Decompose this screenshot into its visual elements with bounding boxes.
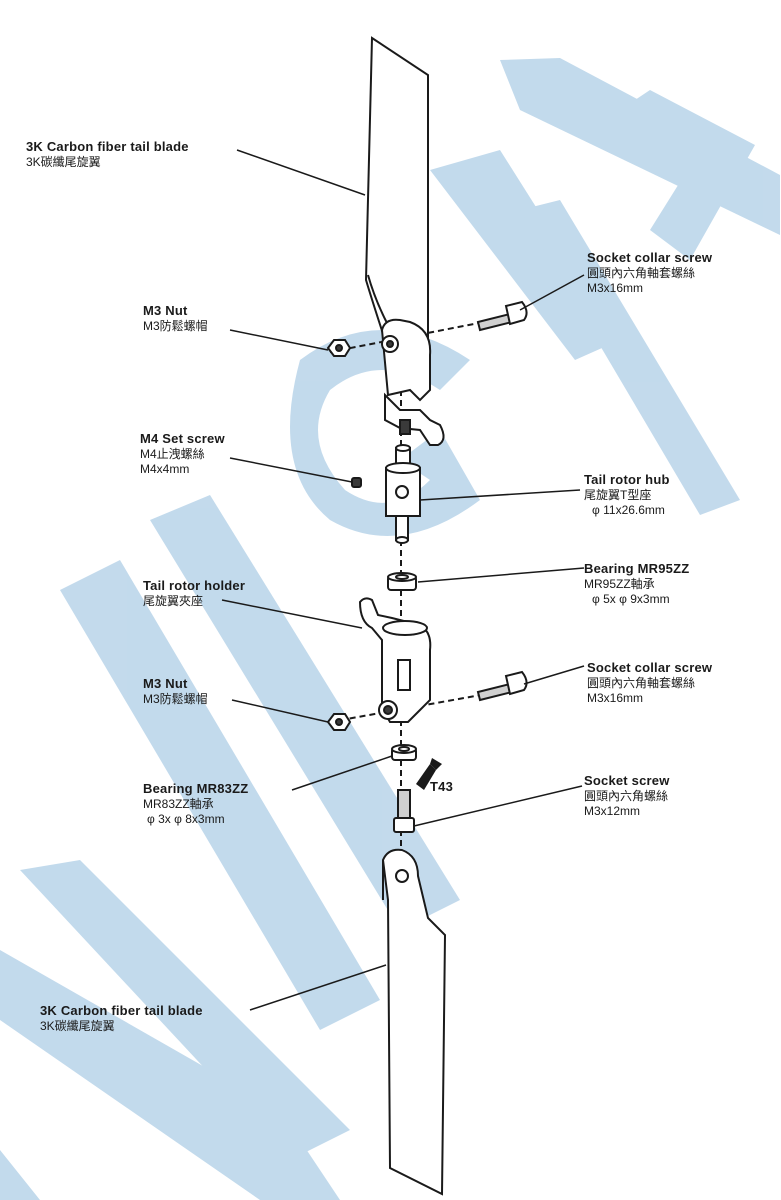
- align-watermark-logo: [0, 58, 780, 1200]
- leader-collar-screw-top: [519, 274, 585, 311]
- bearing-mr83zz: [391, 744, 417, 761]
- label-blade-bottom-zh: 3K碳纖尾旋翼: [40, 1019, 115, 1034]
- label-m3-nut-top: M3 Nut M3防鬆螺帽: [143, 303, 208, 334]
- label-collar-screw-top-zh: 圓頭內六角軸套螺絲: [587, 266, 696, 281]
- label-tail-rotor-hub: Tail rotor hub 尾旋翼T型座 φ 11x26.6mm: [584, 472, 670, 518]
- socket-screw: [393, 789, 415, 833]
- label-m3-nut-top-zh: M3防鬆螺帽: [143, 319, 208, 334]
- label-blade-top-en: 3K Carbon fiber tail blade: [26, 139, 189, 154]
- m4-set-screw: [351, 477, 362, 488]
- label-t43-text: T43: [430, 779, 454, 794]
- tail-blade-bottom: [381, 848, 447, 1196]
- label-m3-nut-top-en: M3 Nut: [143, 303, 188, 318]
- label-tail-rotor-hub-en: Tail rotor hub: [584, 472, 670, 487]
- leader-m4-set-screw: [229, 457, 353, 483]
- bearing-mr95zz: [387, 572, 417, 591]
- leader-m3-nut-top: [229, 329, 329, 351]
- socket-collar-screw-top: [476, 300, 528, 332]
- m3-nut-bottom: [326, 713, 352, 731]
- t43-arrow-icon: [416, 758, 442, 790]
- label-collar-screw-top-spec: M3x16mm: [587, 281, 644, 296]
- leader-bearing-mr83: [291, 755, 393, 791]
- label-bearing-mr95-spec: φ 5x φ 9x3mm: [592, 592, 670, 607]
- label-socket-screw-en: Socket screw: [584, 773, 670, 788]
- label-m4-set-screw-zh: M4止洩螺絲: [140, 447, 205, 462]
- label-socket-screw-zh: 圓頭內六角螺絲: [584, 789, 669, 804]
- label-m3-nut-bottom-zh: M3防鬆螺帽: [143, 692, 208, 707]
- leader-tail-rotor-holder: [221, 599, 363, 629]
- label-bearing-mr95-en: Bearing MR95ZZ: [584, 561, 690, 576]
- tail-rotor-hub: [385, 444, 421, 544]
- label-collar-screw-bottom-spec: M3x16mm: [587, 691, 644, 706]
- label-blade-bottom-en: 3K Carbon fiber tail blade: [40, 1003, 203, 1018]
- label-collar-screw-top-en: Socket collar screw: [587, 250, 713, 265]
- label-collar-screw-bottom-en: Socket collar screw: [587, 660, 713, 675]
- label-socket-screw-spec: M3x12mm: [584, 804, 641, 819]
- leader-m3-nut-bottom: [231, 699, 329, 723]
- label-tail-rotor-holder-zh: 尾旋翼夾座: [143, 594, 204, 609]
- label-m4-set-screw-en: M4 Set screw: [140, 431, 225, 446]
- label-blade-top-zh: 3K碳纖尾旋翼: [26, 155, 101, 170]
- leader-bearing-mr95: [417, 567, 585, 583]
- m3-nut-top: [326, 339, 352, 357]
- label-blade-top: 3K Carbon fiber tail blade 3K碳纖尾旋翼: [26, 139, 189, 170]
- label-bearing-mr83-spec: φ 3x φ 8x3mm: [147, 812, 225, 827]
- label-m3-nut-bottom: M3 Nut M3防鬆螺帽: [143, 676, 208, 707]
- label-m4-set-screw-spec: M4x4mm: [140, 462, 190, 477]
- label-collar-screw-top: Socket collar screw 圓頭內六角軸套螺絲 M3x16mm: [587, 250, 712, 296]
- label-bearing-mr83-zh: MR83ZZ軸承: [143, 797, 214, 812]
- leader-blade-bottom: [249, 964, 387, 1011]
- label-socket-screw: Socket screw 圓頭內六角螺絲 M3x12mm: [584, 773, 670, 819]
- leader-tail-rotor-hub: [419, 489, 581, 501]
- leader-collar-screw-bottom: [523, 665, 585, 685]
- label-m3-nut-bottom-en: M3 Nut: [143, 676, 188, 691]
- label-bearing-mr83: Bearing MR83ZZ MR83ZZ軸承 φ 3x φ 8x3mm: [143, 781, 248, 827]
- tail-rotor-holder: [358, 597, 432, 723]
- label-m4-set-screw: M4 Set screw M4止洩螺絲 M4x4mm: [140, 431, 225, 477]
- label-collar-screw-bottom: Socket collar screw 圓頭內六角軸套螺絲 M3x16mm: [587, 660, 712, 706]
- leader-lines: [221, 149, 585, 1011]
- label-tail-rotor-holder-en: Tail rotor holder: [143, 578, 246, 593]
- label-t43: T43: [430, 779, 453, 795]
- label-collar-screw-bottom-zh: 圓頭內六角軸套螺絲: [587, 676, 696, 691]
- leader-socket-screw: [413, 785, 583, 827]
- label-bearing-mr83-en: Bearing MR83ZZ: [143, 781, 249, 796]
- label-bearing-mr95-zh: MR95ZZ軸承: [584, 577, 655, 592]
- socket-collar-screw-bottom: [476, 670, 528, 702]
- label-bearing-mr95: Bearing MR95ZZ MR95ZZ軸承 φ 5x φ 9x3mm: [584, 561, 689, 607]
- leader-blade-top: [236, 149, 366, 196]
- label-tail-rotor-hub-zh: 尾旋翼T型座: [584, 488, 652, 503]
- blade-grip-top: [380, 318, 445, 446]
- label-tail-rotor-holder: Tail rotor holder 尾旋翼夾座: [143, 578, 245, 609]
- label-tail-rotor-hub-spec: φ 11x26.6mm: [592, 503, 665, 518]
- label-blade-bottom: 3K Carbon fiber tail blade 3K碳纖尾旋翼: [40, 1003, 203, 1034]
